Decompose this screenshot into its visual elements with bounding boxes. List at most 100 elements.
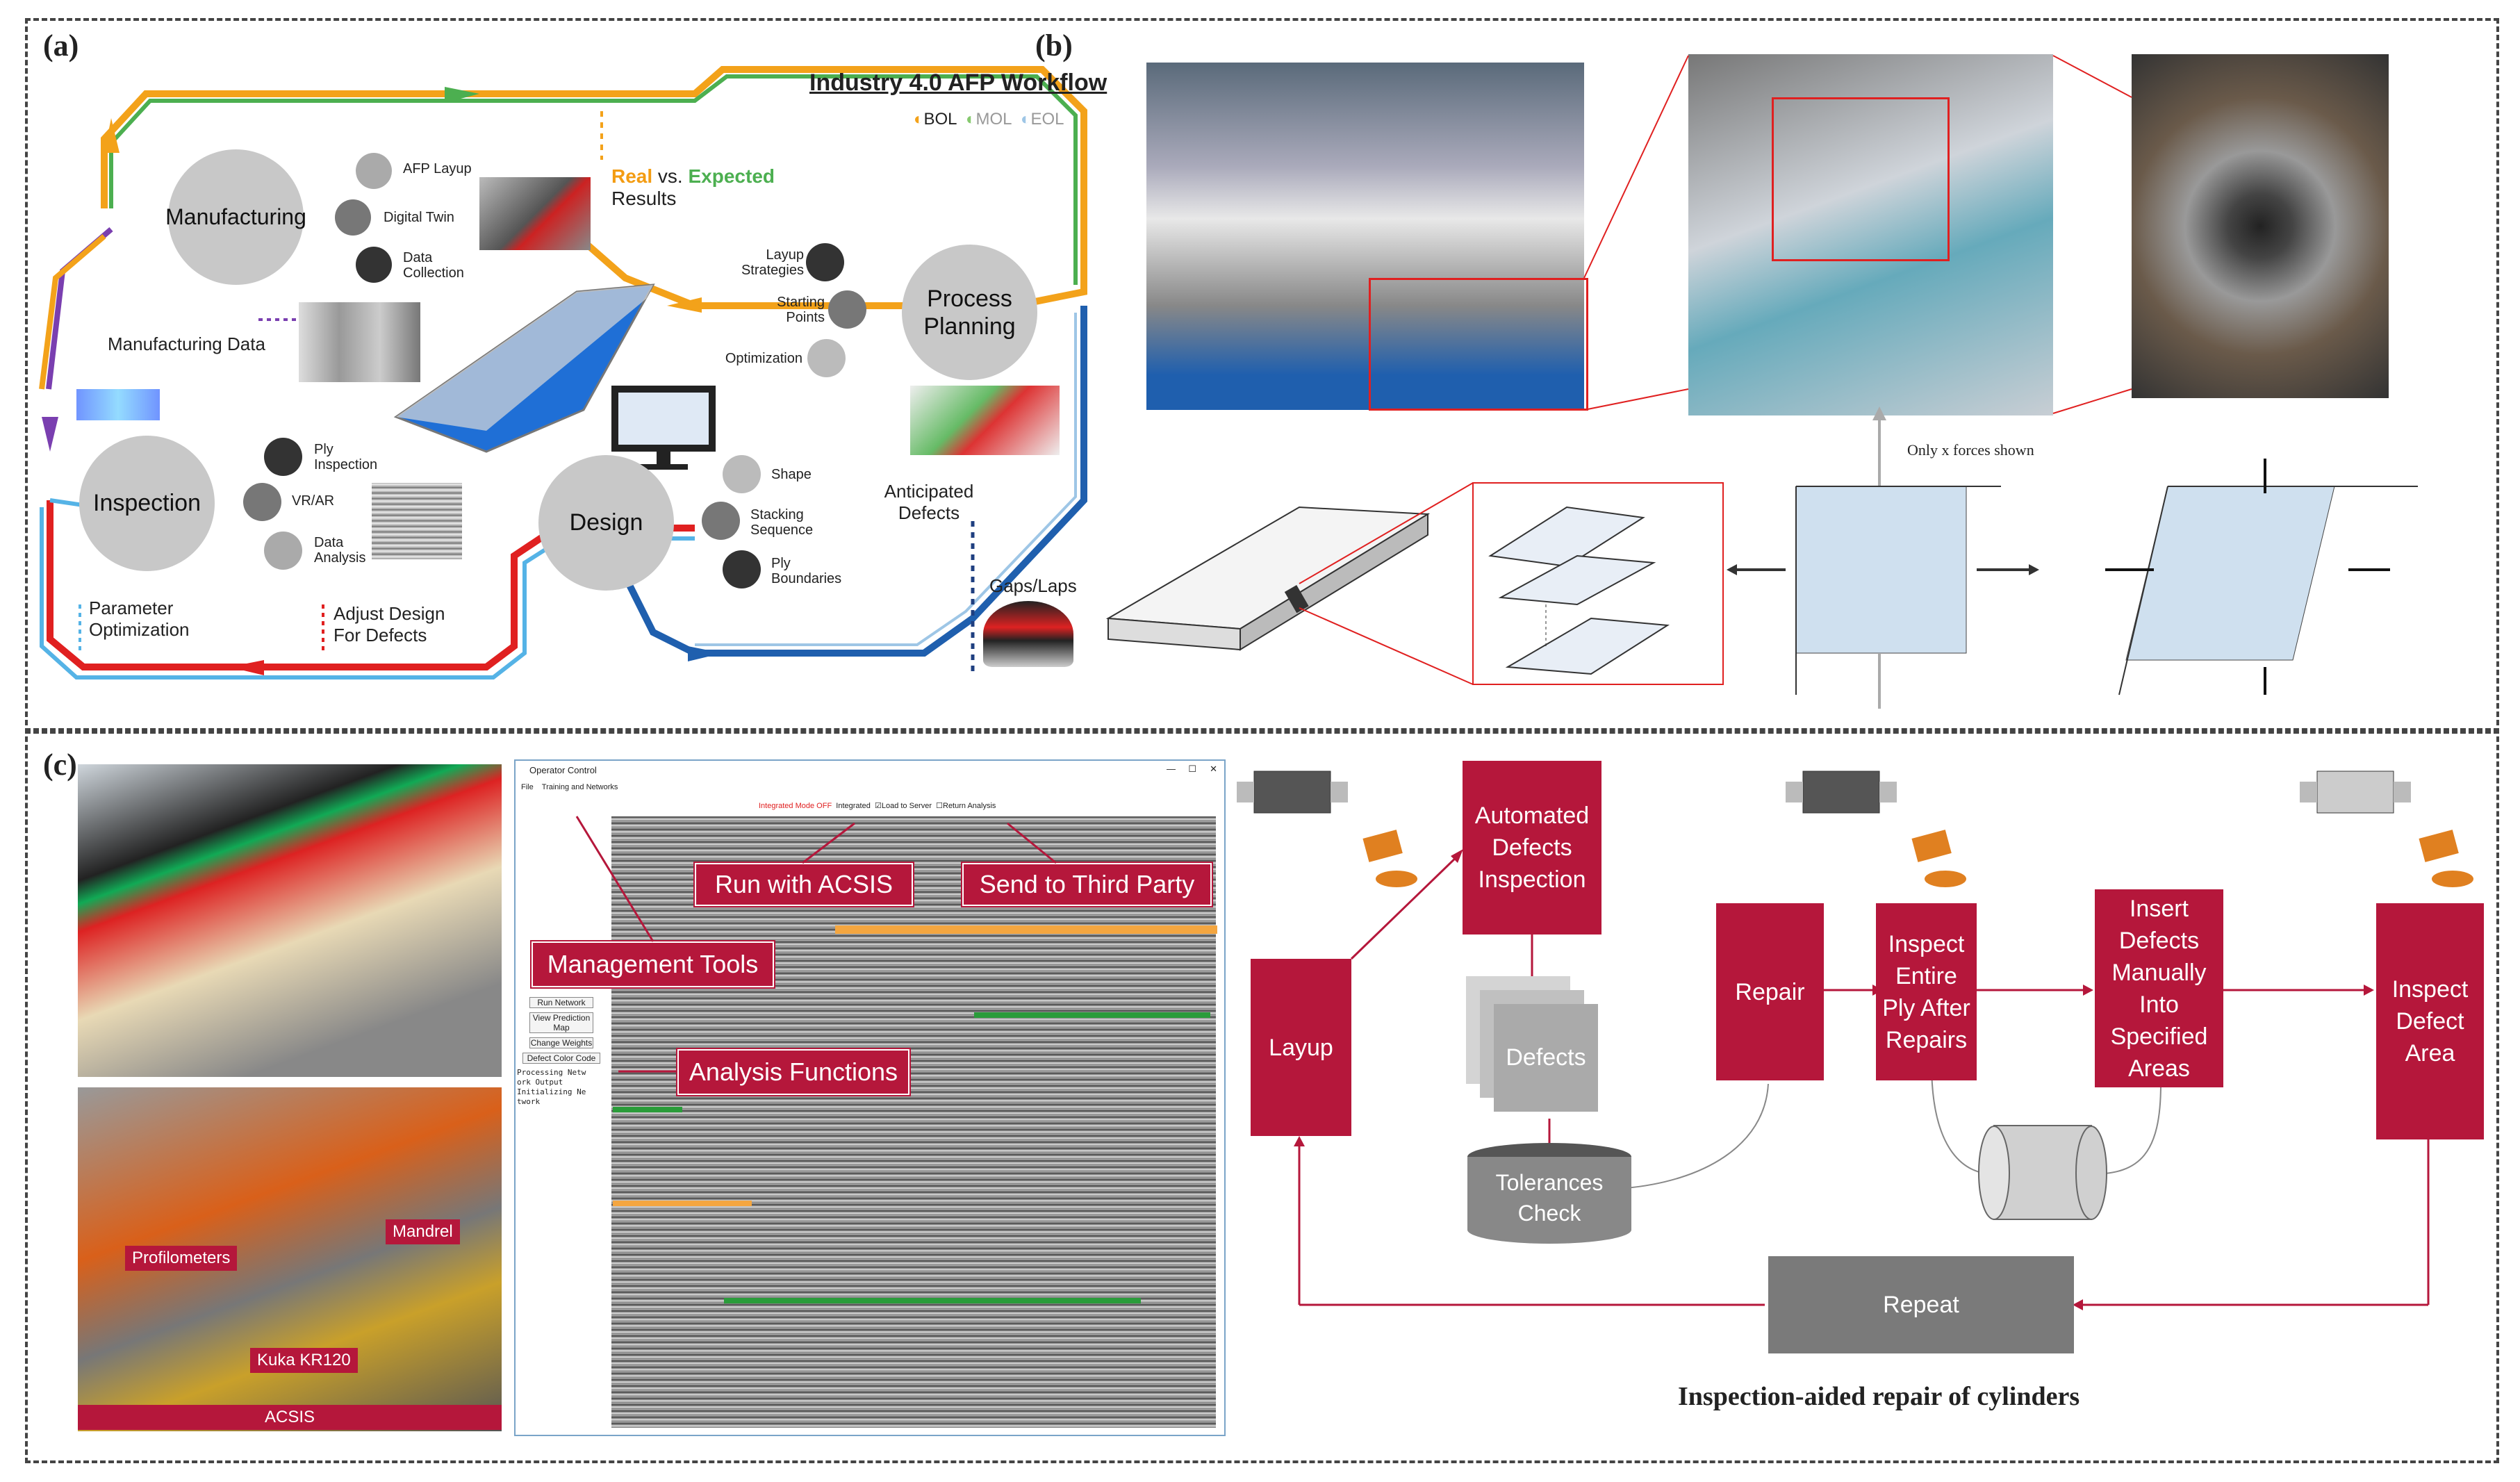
afp-head-closeup-photo xyxy=(2132,54,2389,398)
defect-band-green-1 xyxy=(974,1012,1210,1018)
acsis-cell-photo-top xyxy=(78,764,502,1077)
flowchart-caption: Inspection-aided repair of cylinders xyxy=(1678,1382,2080,1411)
flow-layup: Layup xyxy=(1251,959,1351,1136)
stage-process-planning: Process Planning xyxy=(902,245,1037,380)
window-maximize-icon[interactable]: ☐ xyxy=(1188,764,1196,774)
dot-data-analysis xyxy=(264,532,302,570)
fe-model-photo xyxy=(910,386,1060,455)
legend-mol-icon: ◐ xyxy=(965,110,976,129)
plan-item-optimization: Optimization xyxy=(725,351,802,366)
flow-insert-defects: Insert Defects Manually Into Specified A… xyxy=(2095,889,2223,1087)
dot-shape xyxy=(723,455,761,493)
menu-file[interactable]: File xyxy=(521,783,534,791)
dot-ply-boundaries xyxy=(723,550,761,588)
flow-inspect-entire: Inspect Entire Ply After Repairs xyxy=(1876,903,1977,1080)
design-item-shape: Shape xyxy=(771,467,812,482)
anticipated-defects-label: Anticipated Defects xyxy=(884,481,974,523)
callout-send-third-party: Send to Third Party xyxy=(962,863,1212,906)
forces-note: Only x forces shown xyxy=(1907,441,2034,459)
panel-label-c: (c) xyxy=(43,748,77,782)
robot-cell-photo xyxy=(1146,63,1584,410)
run-network-button[interactable]: Run Network xyxy=(529,997,593,1008)
insp-item-vrar: VR/AR xyxy=(292,493,335,509)
window-menubar: File Training and Networks xyxy=(516,783,1224,798)
workflow-title: Industry 4.0 AFP Workflow xyxy=(809,69,1107,96)
panel-label-a: (a) xyxy=(43,28,79,63)
dot-vr-ar xyxy=(243,483,281,521)
mfg-item-afp: AFP Layup xyxy=(403,161,472,176)
legend-eol-icon: ◐ xyxy=(1020,110,1031,129)
stage-manufacturing: Manufacturing xyxy=(165,149,306,285)
defect-band-green-2 xyxy=(613,1107,682,1112)
flow-repeat: Repeat xyxy=(1768,1256,2074,1353)
stage-design: Design xyxy=(538,455,674,591)
flow-tolerances: Tolerances Check xyxy=(1495,1170,1604,1226)
real-text: Real xyxy=(611,165,653,187)
vs-text: vs. xyxy=(652,165,689,187)
plan-item-layup: Layup Strategies xyxy=(741,247,804,278)
dot-stacking xyxy=(702,502,740,540)
mfg-item-data-collection: Data Collection xyxy=(403,250,464,281)
load-to-server[interactable]: Load to Server xyxy=(881,802,932,810)
manufacturing-data-photo xyxy=(299,302,420,382)
change-weights-button[interactable]: Change Weights xyxy=(529,1037,593,1048)
callout-analysis-functions: Analysis Functions xyxy=(677,1049,909,1095)
legend-bol: BOL xyxy=(923,110,957,129)
tag-mandrel: Mandrel xyxy=(386,1219,460,1244)
gaps-laps-label: Gaps/Laps xyxy=(989,575,1077,596)
window-close-icon[interactable]: ✕ xyxy=(1210,764,1217,774)
inspection-scan-photo xyxy=(372,483,462,559)
log-output: Processing Netw ork Output Initializing … xyxy=(517,1068,586,1106)
window-title: Operator Control xyxy=(529,765,597,775)
adjust-design-label: Adjust Design For Defects xyxy=(333,603,445,645)
dot-ply-inspection xyxy=(264,438,302,476)
scan-image-area xyxy=(611,816,1216,1428)
insp-item-analysis: Data Analysis xyxy=(314,535,366,566)
window-minimize-icon[interactable]: — xyxy=(1167,764,1176,774)
return-checkbox-icon[interactable]: ☐ xyxy=(936,802,943,810)
tag-acsis: ACSIS xyxy=(78,1405,502,1430)
callout-run-acsis: Run with ACSIS xyxy=(695,863,913,906)
menu-training[interactable]: Training and Networks xyxy=(541,783,618,791)
dot-afp xyxy=(356,153,392,189)
return-analysis[interactable]: Return Analysis xyxy=(943,802,996,810)
flow-inspect-area: Inspect Defect Area xyxy=(2376,903,2484,1139)
insp-item-ply: Ply Inspection xyxy=(314,442,378,472)
integrated-toggle[interactable]: Integrated xyxy=(836,802,871,810)
manufacturing-data-label: Manufacturing Data xyxy=(108,334,265,354)
legend-mol: MOL xyxy=(975,110,1012,129)
mode-status[interactable]: Integrated Mode OFF xyxy=(759,802,832,810)
panel-c-border xyxy=(25,728,2499,1463)
dot-digital-twin xyxy=(335,199,371,236)
gaps-laps-photo xyxy=(983,601,1073,667)
legend-eol: EOL xyxy=(1030,110,1064,129)
defect-band-orange-1 xyxy=(835,925,1217,934)
afp-head-photo xyxy=(479,177,591,250)
dot-data-collection xyxy=(356,247,392,283)
dot-starting-points xyxy=(828,290,866,329)
lifecycle-legend: ◐BOL ◐MOL ◐EOL xyxy=(914,110,1064,129)
heatmap-thumb xyxy=(76,389,160,420)
robot-highlight-box xyxy=(1369,278,1588,411)
tag-kuka: Kuka KR120 xyxy=(250,1348,358,1373)
defect-band-orange-2 xyxy=(613,1201,752,1206)
defect-color-code-button[interactable]: Defect Color Code xyxy=(522,1053,600,1064)
layup-table-photo xyxy=(1688,54,2053,415)
real-vs-expected: Real vs. Expected Results xyxy=(611,165,775,210)
panel-ab-border xyxy=(25,18,2499,734)
design-item-boundaries: Ply Boundaries xyxy=(771,556,842,586)
design-item-stacking: Stacking Sequence xyxy=(750,507,814,538)
load-checkbox-icon[interactable]: ☑ xyxy=(874,802,882,810)
legend-bol-icon: ◐ xyxy=(914,110,924,129)
callout-management-tools: Management Tools xyxy=(532,941,774,987)
flow-repair: Repair xyxy=(1716,903,1824,1080)
layup-highlight-box xyxy=(1772,97,1950,261)
panel-label-b: (b) xyxy=(1035,28,1073,63)
view-prediction-map-button[interactable]: View Prediction Map xyxy=(529,1012,593,1033)
expected-text: Expected xyxy=(688,165,775,187)
plan-item-starting: Starting Points xyxy=(777,295,825,325)
flow-automated-inspection: Automated Defects Inspection xyxy=(1463,761,1601,935)
stage-inspection: Inspection xyxy=(79,436,215,571)
